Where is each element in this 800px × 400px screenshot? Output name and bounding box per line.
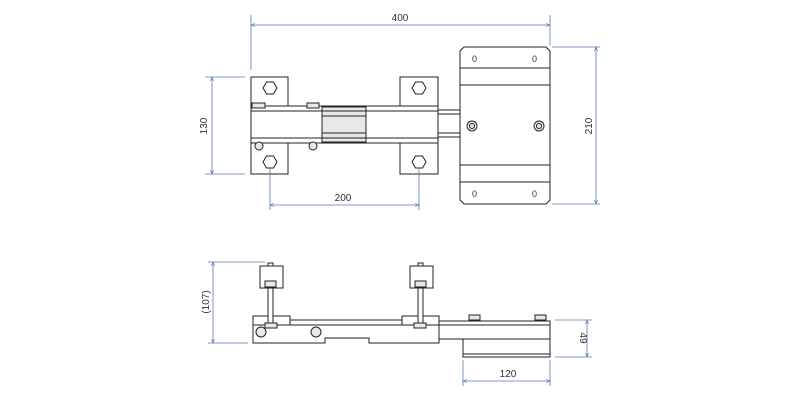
hex-bolt-icon: [411, 155, 427, 169]
plate-hole-mark: 0: [472, 54, 477, 64]
small-bolt-icon: [306, 102, 320, 109]
dim-overall-length: 400: [392, 13, 409, 24]
small-bolt-icon: [468, 314, 481, 321]
small-bolt-icon: [308, 141, 318, 151]
plate-hole-mark: 0: [472, 189, 477, 199]
nut-icon: [466, 120, 478, 132]
dim-total-height: (107): [201, 290, 212, 313]
dim-clamp-spacing: 200: [335, 193, 352, 204]
small-bolt-icon: [251, 102, 266, 109]
hex-bolt-icon: [262, 81, 278, 95]
plate-hole-mark: 0: [532, 54, 537, 64]
side-inner-bar: [438, 320, 551, 340]
pin-icon: [310, 326, 322, 338]
small-bolt-icon: [534, 314, 547, 321]
dim-plate-height: 210: [584, 117, 595, 134]
clamp-bolt-left: [259, 262, 284, 329]
side-view: (107) 49 120: [201, 262, 592, 386]
clamp-bolt-right: [409, 262, 434, 329]
top-view: 0 0 0 0 400: [199, 13, 600, 210]
small-bolt-icon: [254, 141, 264, 151]
beam-sleeve: [321, 106, 367, 143]
hex-bolt-icon: [262, 155, 278, 169]
dim-plate-width: 120: [500, 369, 517, 380]
dim-clamp-height: 130: [199, 117, 210, 134]
hex-bolt-icon: [411, 81, 427, 95]
nut-icon: [533, 120, 545, 132]
side-beam: [252, 319, 440, 344]
plate-hole-mark: 0: [532, 189, 537, 199]
pin-icon: [255, 326, 267, 338]
dim-plate-height-side: 49: [577, 332, 588, 344]
